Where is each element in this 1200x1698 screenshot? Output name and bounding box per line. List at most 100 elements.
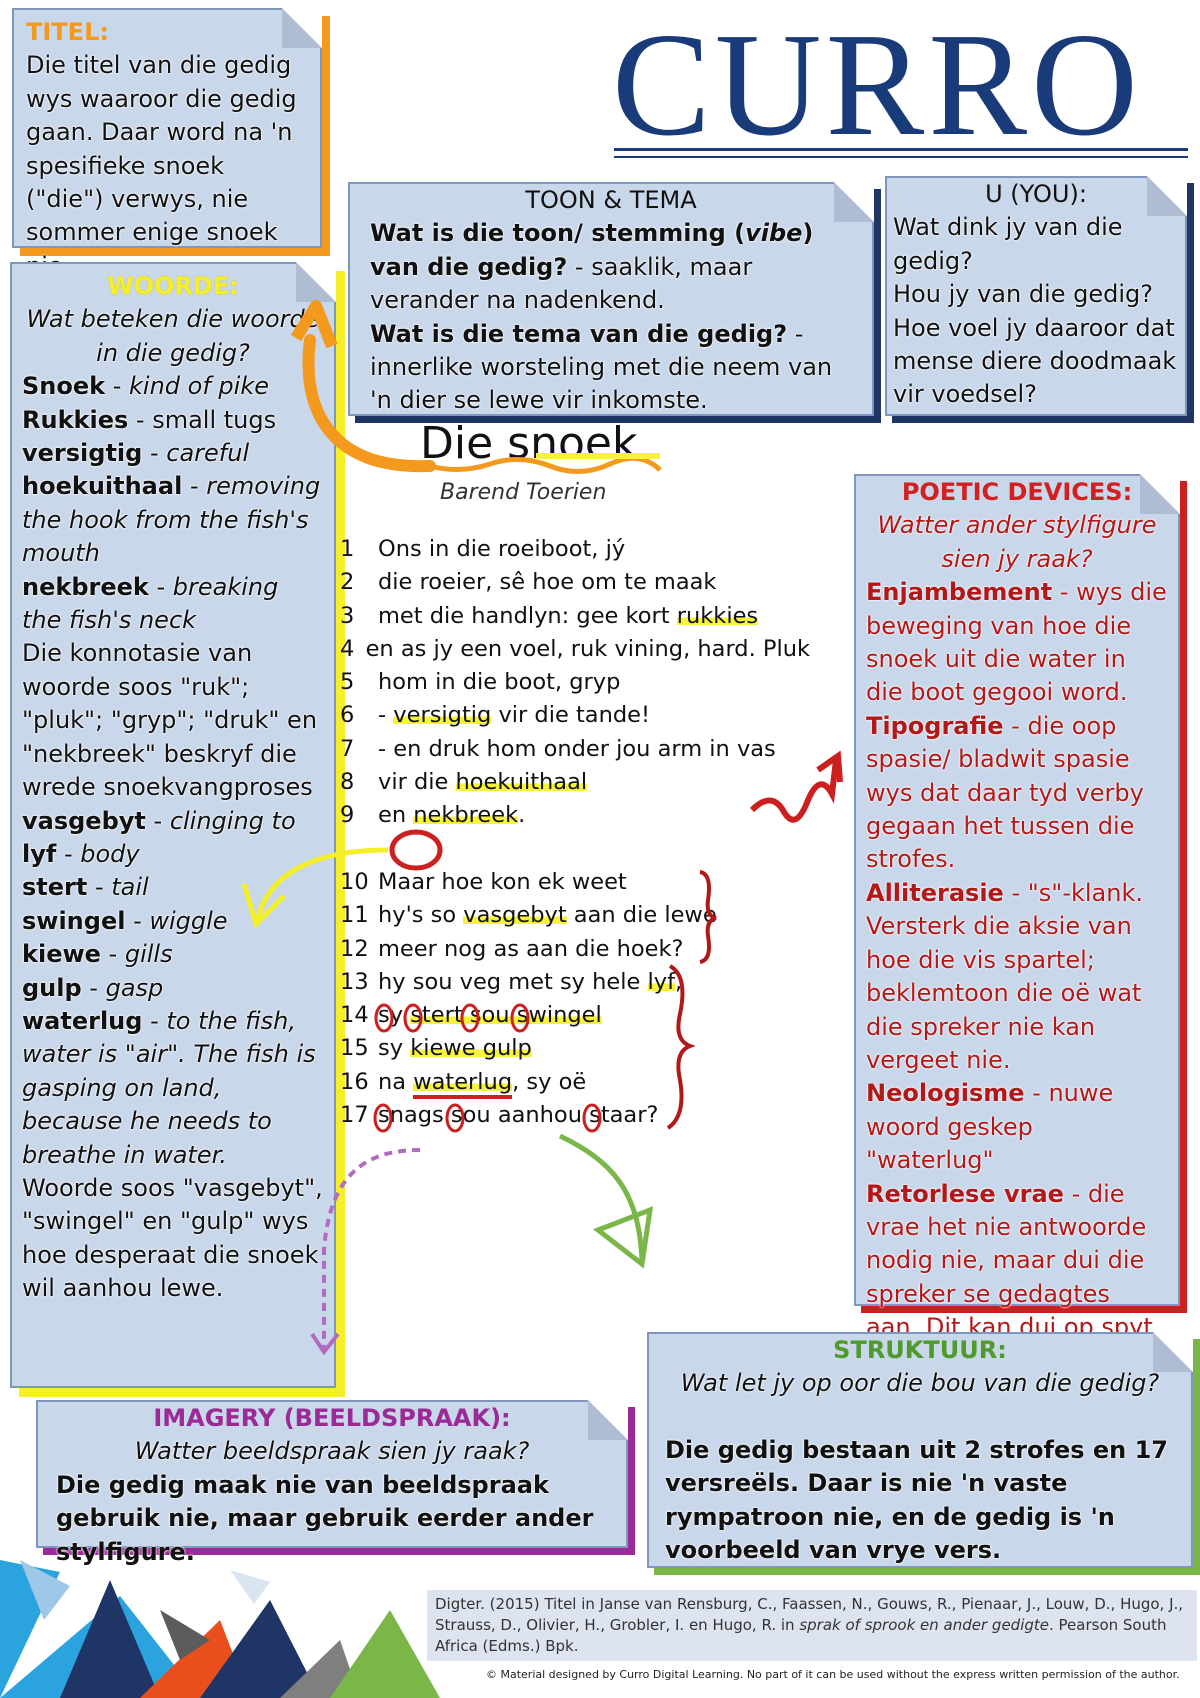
glossary-meaning: to the fish, water is "air". The fish is… [22,1006,316,1169]
line-number: 9 [340,802,355,829]
page-fold [296,262,336,302]
poem-line: 11 hy's so vasgebyt aan die lewe [340,899,810,932]
page-fold [834,182,874,222]
device-item: Retorlese vrae - die vrae het nie antwoo… [866,1178,1168,1345]
line-text: sy kiewe gulp [378,1032,532,1065]
glossary-entry: waterlug - to the fish, water is "air". … [22,1005,324,1172]
glossary-sep: - [128,405,153,434]
titel-note: TITEL: Die titel van die gedig wys waaro… [12,8,322,280]
struktuur-question: Wat let jy op oor die bou van die gedig? [680,1369,1160,1398]
line-number: 8 [340,769,355,796]
device-term: Neologisme [866,1079,1025,1108]
woorde-note: WOORDE: Wat beteken die woorde in die ge… [10,262,336,1388]
page-fold [588,1400,628,1440]
line-number: 6 [340,702,355,729]
green-arrowhead [592,1206,654,1269]
line-number: 10 [340,868,369,895]
line-number: 17 [340,1102,369,1129]
line-highlight: vasgebyt [463,902,567,929]
glossary-meaning: breaking the fish's neck [22,572,279,635]
glossary-word: nekbreek [22,572,149,601]
line-highlight: nekbreek [413,802,519,829]
line-text-post: vir die tande! [491,702,650,729]
line-text-pre: hy's so [378,902,464,929]
toon-question-end: ) van die gedig? [370,219,814,281]
page-fold [1140,474,1180,514]
line-text-pre: meer nog as aan die hoek? [378,935,684,962]
line-text-post: aan die lewe [566,902,717,929]
line-text-post: . [518,802,526,829]
line-number: 11 [340,902,369,929]
woorde-closing: Woorde soos "vasgebyt", "swingel" en "gu… [22,1173,323,1303]
line-text: na waterlug, sy oë [378,1066,586,1099]
poem-title-text: Die snoek [420,418,638,469]
u-you-heading: U (YOU): [985,180,1087,208]
device-term: Alliterasie [866,878,1004,907]
glossary-meaning: removing the hook from the fish's mouth [22,472,321,568]
glossary-sep: - [105,372,130,401]
glossary-word: hoekuithaal [22,472,183,501]
struktuur-heading: STRUKTUUR: [833,1336,1007,1364]
device-term: Tipografie [866,711,1004,740]
purple-dashed-arrow [322,1148,421,1348]
citation-text: Digter. (2015) Titel in Janse van Rensbu… [435,1595,1184,1634]
glossary-word: versigtig [22,439,143,468]
line-number: 16 [340,1068,369,1095]
toon-question-vibe: vibe [745,219,803,248]
glossary-entry: kiewe - gills [22,938,324,971]
line-text: Maar hoe kon ek weet [378,866,627,899]
line-text: en nekbreek. [378,799,525,832]
copyright-notice: © Material designed by Curro Digital Lea… [486,1668,1180,1681]
green-arrow [558,1133,645,1263]
deco-triangle [230,1570,270,1604]
page-fold [1147,176,1187,216]
glossary-meaning: wiggle [149,906,228,935]
struktuur-note: STRUKTUUR: Wat let jy op oor die bou van… [647,1332,1193,1568]
glossary-meaning: kind of pike [129,372,269,401]
deco-triangle [60,1580,160,1698]
device-text: - die oop spasie/ bladwit spasie wys dat… [866,711,1144,874]
line-number: 4 [340,635,355,662]
line-text-pre: Maar hoe kon ek weet [378,868,627,895]
device-item: Tipografie - die oop spasie/ bladwit spa… [866,710,1168,877]
line-text-pre: - en druk hom onder jou arm in vas [378,735,776,762]
deco-triangle [280,1640,360,1698]
u-you-note: U (YOU): Wat dink jy van die gedig? Hou … [885,176,1187,416]
logo-rule [614,156,1188,158]
glossary-entry: swingel - wiggle [22,905,324,938]
citation: Digter. (2015) Titel in Janse van Rensbu… [427,1590,1197,1661]
glossary-entry: nekbreek - breaking the fish's neck [22,571,324,638]
deco-triangle [330,1610,440,1698]
glossary-entry: gulp - gasp [22,972,324,1005]
glossary-word: gulp [22,973,82,1002]
device-item: Neologisme - nuwe woord geskep "waterlug… [866,1077,1168,1177]
glossary-entry: lyf - body [22,838,324,871]
glossary-entry: stert - tail [22,871,324,904]
line-highlight: lyf [647,968,675,995]
glossary-sep: - [148,572,173,601]
glossary-word: lyf [22,839,57,868]
glossary-meaning: small tugs [152,405,277,434]
line-highlight: hoekuithaal [455,769,588,796]
device-term: Retorlese vrae [866,1179,1064,1208]
page-fold [1153,1332,1193,1372]
deco-triangle [140,1620,250,1698]
glossary-meaning: body [80,839,140,868]
imagery-heading: IMAGERY (BEELDSPRAAK): [153,1404,511,1432]
glossary-sep: - [142,439,167,468]
glossary-sep: - [100,940,125,969]
line-text-post: , [675,968,683,995]
line-text-pre: sy [378,1002,411,1029]
line-text: die roeier, sê hoe om te maak [378,566,716,599]
glossary-meaning: careful [166,439,250,468]
imagery-note: IMAGERY (BEELDSPRAAK): Watter beeldspraa… [36,1400,628,1566]
glossary-sep: - [125,906,150,935]
